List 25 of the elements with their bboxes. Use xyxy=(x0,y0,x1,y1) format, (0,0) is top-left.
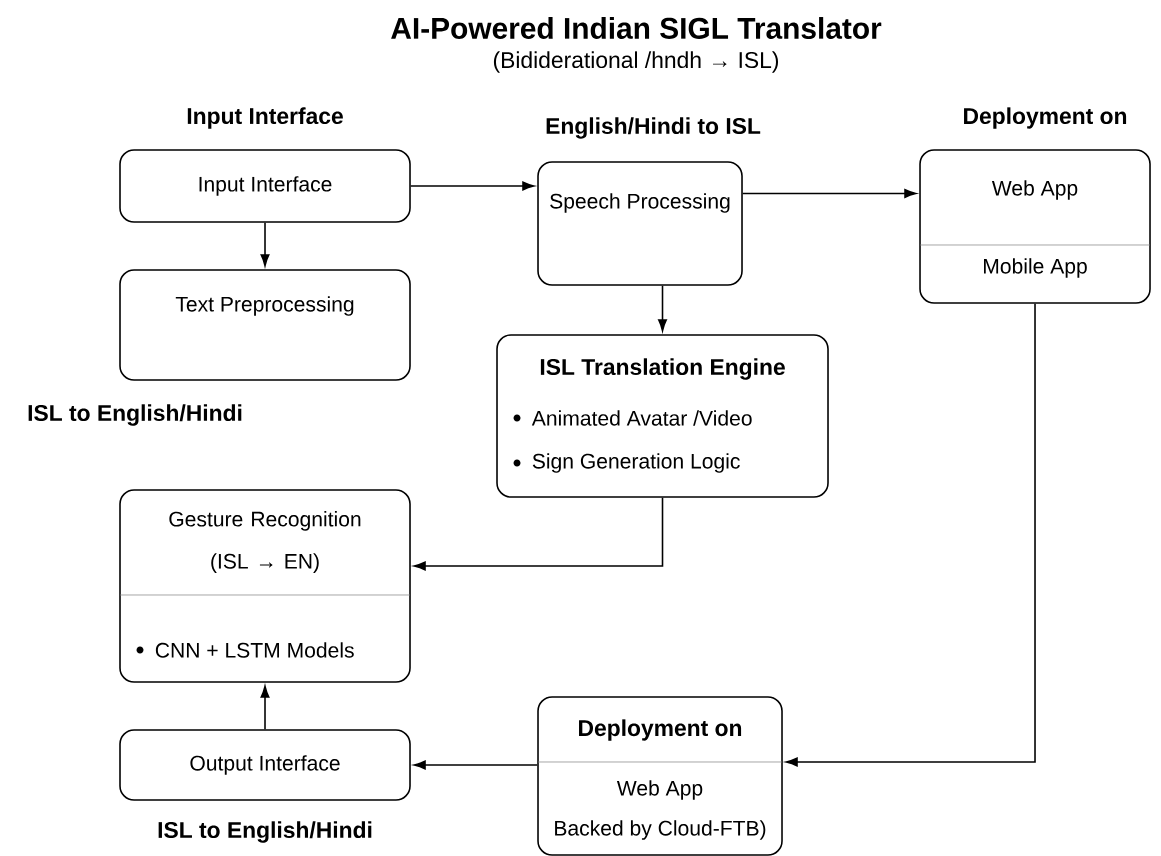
section-heading: Input Interface xyxy=(187,107,343,129)
arrow xyxy=(260,222,270,267)
section-heading: ISL to English/Hindi xyxy=(158,821,372,843)
node-label: Gesture Recognition (ISL → EN) xyxy=(169,511,361,573)
process-box: Deployment on Web App Backed by Cloud-FTB) xyxy=(537,696,783,856)
process-box: Speech Processing xyxy=(537,161,743,286)
arrow xyxy=(742,189,917,198)
node-label: CNN + LSTM Models xyxy=(155,642,354,658)
arrow xyxy=(413,760,538,770)
process-box: Text Preprocessing xyxy=(119,269,411,381)
process-box: Web App Mobile App xyxy=(919,149,1151,304)
process-box: Input Interface xyxy=(119,149,411,223)
arrow xyxy=(658,285,667,332)
arrow xyxy=(413,497,664,571)
arrow xyxy=(260,685,270,730)
process-box: ISL Translation Engine Animated Avatar /Video Sign Generation Logic xyxy=(496,334,829,498)
process-box: Output Interface xyxy=(119,729,411,801)
title: AI-Powered Indian SIGL Translator xyxy=(391,17,882,39)
section-heading: ISL to English/Hindi xyxy=(28,404,242,426)
subtitle: (Bididerational /hndh → ISL) xyxy=(493,51,779,73)
process-box: Gesture Recognition (ISL → EN) CNN + LSTM Models xyxy=(119,489,411,683)
section-heading: English/Hindi to ISL xyxy=(546,117,761,139)
arrow xyxy=(410,181,535,191)
section-heading: Deployment on xyxy=(964,107,1127,129)
arrow xyxy=(785,303,1036,767)
